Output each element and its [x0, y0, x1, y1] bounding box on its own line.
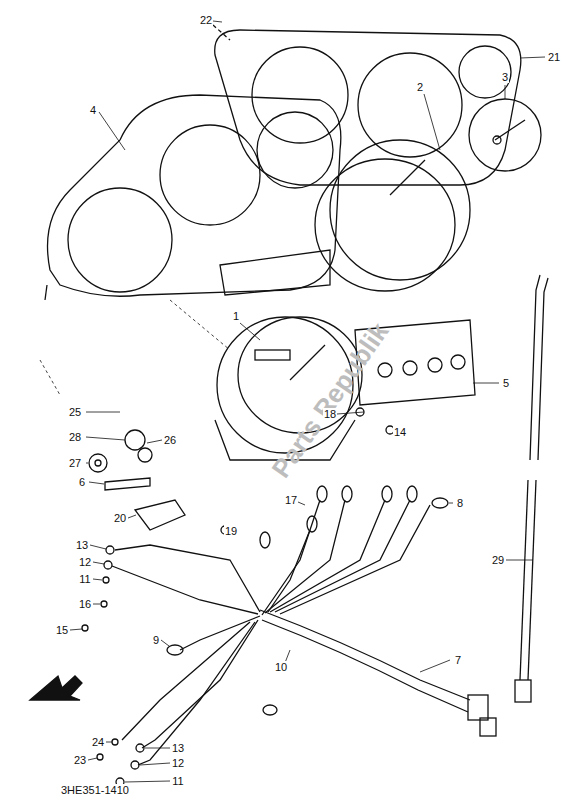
callout-number: 20 — [113, 512, 127, 524]
callout-number: 21 — [547, 51, 561, 63]
callout-number: 2 — [416, 81, 424, 93]
callout-number: 26 — [163, 434, 177, 446]
callout-number: 11 — [171, 775, 184, 787]
callout-number: 12 — [78, 556, 92, 568]
callout-number: 16 — [78, 598, 92, 610]
callout-number: 7 — [454, 654, 462, 666]
callout-number: 11 — [78, 573, 91, 585]
callout-number: 14 — [393, 426, 407, 438]
callout-number: 23 — [73, 754, 87, 766]
callout-number: 4 — [89, 104, 97, 116]
callout-number: 13 — [75, 539, 89, 551]
callout-number: 19 — [224, 525, 238, 537]
callout-number: 6 — [78, 476, 86, 488]
callout-number: 10 — [274, 661, 288, 673]
callout-number: 12 — [171, 757, 185, 769]
callout-number: 3 — [501, 71, 509, 83]
callout-number: 17 — [284, 494, 298, 506]
callout-number: 28 — [68, 431, 82, 443]
callout-number: 22 — [199, 14, 213, 26]
callout-number: 9 — [152, 634, 160, 646]
callout-number: 29 — [491, 554, 505, 566]
callout-number: 13 — [171, 742, 185, 754]
watermark: Parts Republik — [266, 317, 395, 484]
callout-number: 18 — [323, 408, 337, 420]
callout-number: 15 — [55, 624, 69, 636]
callout-number: 24 — [91, 736, 105, 748]
callout-number: 5 — [502, 377, 510, 389]
callout-number: 25 — [68, 406, 82, 418]
callout-number: 27 — [68, 457, 82, 469]
callout-number: 1 — [232, 310, 240, 322]
callout-number: 8 — [456, 497, 464, 509]
diagram-code: 3HE351-1410 — [60, 784, 130, 796]
